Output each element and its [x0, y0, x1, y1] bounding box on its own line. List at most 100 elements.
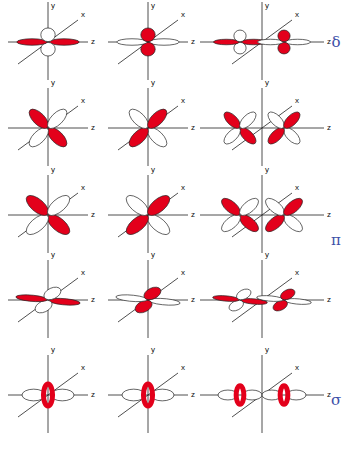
- axis-label: y: [151, 346, 155, 354]
- axis-label: x: [181, 184, 185, 192]
- axis-label: z: [327, 38, 331, 46]
- axis-label: y: [51, 166, 55, 174]
- orbital-lobe: [265, 109, 287, 131]
- d-orbital: [265, 109, 302, 146]
- orbital-lobe: [44, 106, 70, 132]
- orbital-lobe: [123, 211, 153, 238]
- axis-label: x: [295, 269, 299, 277]
- orbital-lobe: [41, 286, 64, 300]
- dz2-ring: [236, 386, 244, 405]
- axis-label: z: [91, 296, 95, 304]
- d-orbital: [17, 28, 79, 56]
- orbital-lobe: [44, 124, 70, 150]
- orbital-lobe: [221, 125, 243, 147]
- dz2-orbital: [218, 386, 262, 405]
- axis-label: z: [327, 391, 331, 399]
- orbital-lobe: [41, 28, 55, 42]
- axis-label: z: [327, 296, 331, 304]
- x-axis: [18, 373, 78, 417]
- y-axis: [48, 355, 49, 433]
- y-axis: [262, 175, 263, 253]
- axis-label: x: [81, 269, 85, 277]
- axis-label: z: [91, 391, 95, 399]
- orbital-lobe: [237, 125, 259, 147]
- orbital-lobe: [278, 288, 298, 300]
- orbital-lobe: [280, 196, 305, 219]
- axis-label: y: [265, 251, 269, 259]
- orbital-lobe: [278, 30, 290, 42]
- orbital-lobe: [221, 109, 243, 131]
- axis-label: x: [81, 364, 85, 372]
- orbital-lobe: [26, 106, 52, 132]
- bond-type-symbol: δ: [331, 35, 340, 50]
- dz2-orbital: [22, 384, 74, 406]
- axis-label: y: [151, 2, 155, 10]
- axis-label: x: [181, 11, 185, 19]
- axis-label: z: [327, 211, 331, 219]
- x-axis: [118, 106, 178, 150]
- orbital-lobe: [141, 286, 164, 300]
- orbital-lobe: [262, 212, 287, 235]
- axis-label: y: [151, 166, 155, 174]
- axis-label: y: [51, 251, 55, 259]
- axis-label: z: [191, 124, 195, 132]
- orbital-lobe: [23, 192, 53, 219]
- orbital-lobe: [281, 109, 303, 131]
- y-axis: [262, 88, 263, 166]
- axis-label: x: [181, 269, 185, 277]
- axis-label: y: [51, 2, 55, 10]
- dz2-ring: [143, 384, 152, 406]
- axis-label: z: [91, 124, 95, 132]
- orbital-lobe: [26, 124, 52, 150]
- axis-label: x: [81, 97, 85, 105]
- d-orbital: [255, 288, 313, 311]
- bond-type-symbol: σ: [331, 393, 341, 408]
- x-axis: [232, 20, 292, 64]
- axis-label: y: [151, 79, 155, 87]
- orbital-lobe: [123, 192, 153, 219]
- axis-label: z: [191, 211, 195, 219]
- orbital-lobe: [281, 125, 303, 147]
- axis-label: y: [265, 346, 269, 354]
- orbital-lobe: [280, 212, 305, 235]
- orbital-lobe: [126, 124, 152, 150]
- axis-label: z: [91, 211, 95, 219]
- y-axis: [148, 355, 149, 433]
- orbital-lobe: [218, 212, 243, 235]
- orbital-lobe: [234, 30, 246, 42]
- axis-label: y: [51, 346, 55, 354]
- d-orbital: [23, 192, 74, 238]
- orbital-lobe: [265, 125, 287, 147]
- dz2-orbital: [262, 386, 306, 405]
- orbital-lobe: [44, 192, 74, 219]
- x-axis: [18, 193, 78, 237]
- axis-label: x: [295, 184, 299, 192]
- x-axis: [18, 106, 78, 150]
- d-orbital: [262, 196, 305, 235]
- x-axis: [232, 106, 292, 150]
- d-orbital: [114, 286, 182, 313]
- d-orbital: [218, 196, 261, 235]
- axis-label: x: [295, 11, 299, 19]
- orbital-lobe: [236, 212, 261, 235]
- orbital-lobe: [262, 196, 287, 219]
- d-orbital: [257, 30, 310, 54]
- axis-label: z: [191, 391, 195, 399]
- axis-label: y: [265, 166, 269, 174]
- d-orbital: [211, 288, 269, 311]
- axis-label: y: [151, 251, 155, 259]
- axis-label: z: [191, 296, 195, 304]
- dz2-ring: [43, 384, 52, 406]
- d-orbital: [14, 286, 82, 313]
- orbital-lobe: [141, 28, 155, 42]
- orbital-lobe: [144, 124, 170, 150]
- axis-label: y: [265, 79, 269, 87]
- axis-label: x: [181, 97, 185, 105]
- axis-label: x: [81, 11, 85, 19]
- axis-label: y: [51, 79, 55, 87]
- axis-label: x: [81, 184, 85, 192]
- axis-label: x: [181, 364, 185, 372]
- dz2-ring: [280, 386, 288, 405]
- x-axis: [232, 373, 292, 417]
